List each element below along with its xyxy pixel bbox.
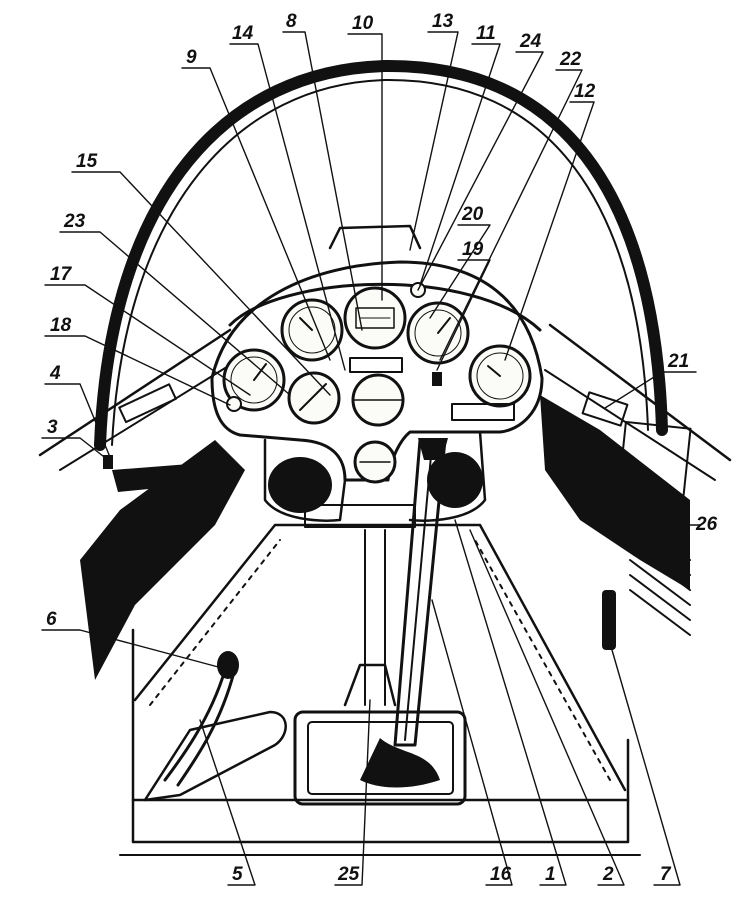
callout-13: 13 bbox=[432, 11, 454, 32]
callout-17: 17 bbox=[50, 264, 73, 285]
side-placard bbox=[613, 420, 692, 540]
gauge-right bbox=[468, 344, 532, 408]
callout-2: 2 bbox=[602, 864, 614, 885]
left-side-shadow bbox=[80, 440, 245, 680]
stick-mount bbox=[343, 529, 397, 707]
left-lever bbox=[143, 651, 287, 802]
seat-front-board bbox=[131, 798, 630, 844]
callout-21: 21 bbox=[667, 351, 689, 372]
callout-8: 8 bbox=[286, 11, 297, 32]
gauge-airspeed bbox=[280, 298, 344, 362]
callout-3: 3 bbox=[47, 417, 58, 438]
right-side-shadow bbox=[540, 395, 690, 590]
console-knob bbox=[103, 455, 113, 469]
callout-14: 14 bbox=[232, 23, 254, 44]
stick-boot bbox=[293, 710, 467, 806]
callout-22: 22 bbox=[559, 49, 582, 70]
cockpit-walls bbox=[38, 323, 732, 680]
panel-switch-block bbox=[349, 357, 403, 373]
callout-26: 26 bbox=[695, 514, 718, 535]
callout-4: 4 bbox=[49, 363, 61, 384]
callout-19: 19 bbox=[462, 239, 484, 260]
callout-18: 18 bbox=[50, 315, 72, 336]
gauge-lower bbox=[353, 440, 397, 484]
callout-labels: 1 2 3 4 5 6 7 8 9 10 11 12 13 14 15 16 1… bbox=[46, 11, 718, 885]
callout-5: 5 bbox=[232, 864, 243, 885]
callout-9: 9 bbox=[186, 47, 197, 68]
left-console bbox=[103, 383, 220, 492]
callout-1: 1 bbox=[545, 864, 556, 885]
callout-7: 7 bbox=[660, 864, 672, 885]
callout-16: 16 bbox=[490, 864, 512, 885]
cockpit-floor bbox=[119, 523, 641, 856]
gauge-turn-indicator bbox=[351, 373, 405, 427]
panel-body bbox=[210, 260, 544, 482]
callout-23: 23 bbox=[63, 211, 86, 232]
callout-25: 25 bbox=[337, 864, 360, 885]
leader-lines bbox=[41, 31, 701, 886]
gauge-altimeter bbox=[222, 348, 286, 412]
gauge-left-small bbox=[287, 371, 341, 425]
right-side-handle bbox=[602, 590, 616, 650]
callout-12: 12 bbox=[574, 81, 596, 102]
panel-label-plate bbox=[451, 403, 515, 421]
gauge-compass bbox=[343, 286, 407, 350]
canopy-frame bbox=[94, 59, 668, 451]
gauge-variometer bbox=[406, 301, 470, 365]
panel-small-switch bbox=[432, 372, 442, 386]
callout-24: 24 bbox=[519, 31, 542, 52]
callout-6: 6 bbox=[46, 609, 57, 630]
callout-20: 20 bbox=[461, 204, 484, 225]
side-switch-plate bbox=[581, 391, 629, 427]
callout-10: 10 bbox=[352, 13, 374, 34]
control-stick bbox=[393, 438, 448, 747]
callout-15: 15 bbox=[76, 151, 98, 172]
callout-11: 11 bbox=[476, 23, 496, 44]
